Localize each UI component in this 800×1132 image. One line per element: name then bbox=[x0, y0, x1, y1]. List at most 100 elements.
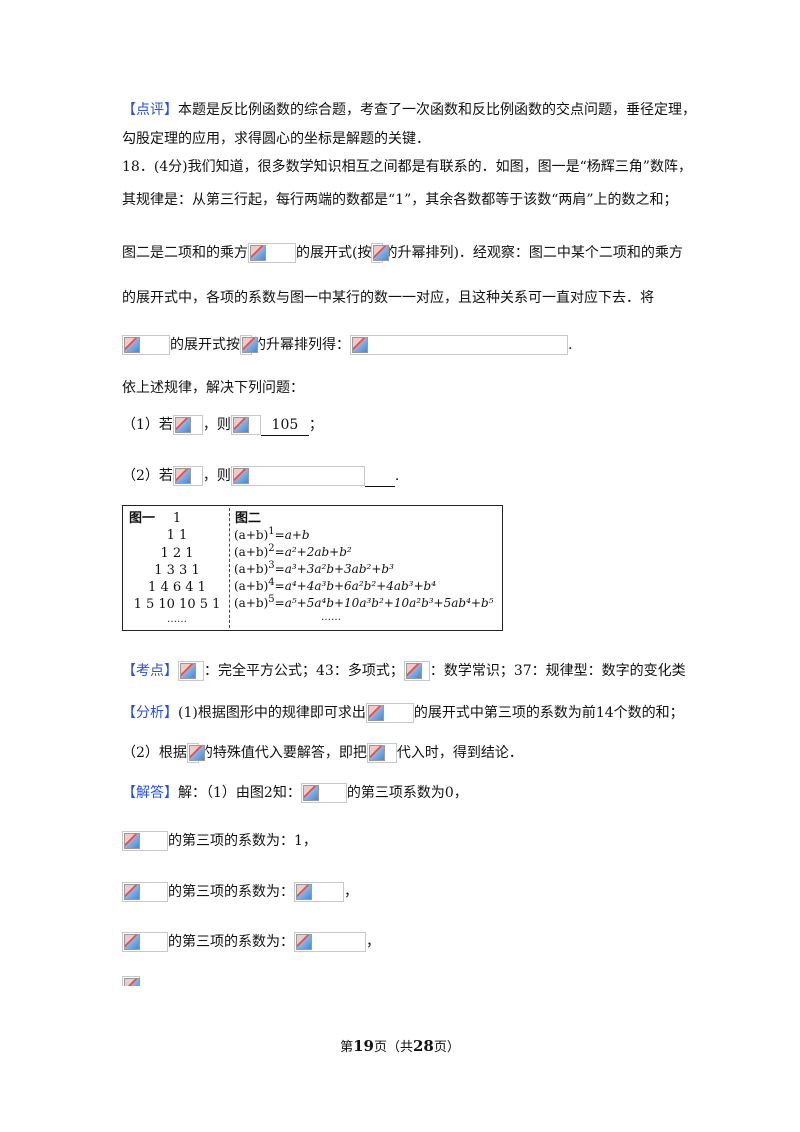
jieda-line-3: 的第三项的系数为： ， bbox=[122, 882, 358, 902]
page-number: 19 bbox=[353, 1037, 374, 1055]
p2b: ，则 bbox=[202, 468, 231, 484]
eq-exp: 1 bbox=[268, 526, 275, 537]
formula-image-icon bbox=[122, 976, 140, 986]
formula-image-icon bbox=[365, 703, 414, 723]
answer-blank-2 bbox=[364, 466, 395, 487]
jieda-t1: 解：（1）由图2知： bbox=[178, 785, 301, 801]
triangle-row: 1 4 6 4 1 bbox=[148, 580, 206, 595]
p2a: （2）若 bbox=[122, 468, 173, 484]
q18-line-1: 18．(4分)我们知道，很多数学知识相互之间都是有联系的．如图，图一是“杨辉三角… bbox=[122, 159, 692, 175]
q18-line-4: 的展开式中，各项的系数与图一中某行的数一一对应，且这种关系可一直对应下去．将 bbox=[122, 290, 654, 306]
binomial-row: (a+b)4=a⁴+4a³b+6a²b²+4ab³+b⁴ bbox=[234, 577, 436, 593]
review-text-1: 本题是反比例函数的综合题，考查了一次函数和反比例函数的交点问题，垂径定理， bbox=[178, 102, 696, 118]
kaodian-t2: ：数学常识；37：规律型：数字的变化类 bbox=[429, 663, 686, 679]
triangle-row: 1 1 bbox=[166, 528, 188, 543]
answer-blank-1: 105 bbox=[260, 415, 309, 436]
q18-l5a: 的展开式按 bbox=[170, 337, 240, 353]
eq-exp: 3 bbox=[268, 560, 275, 571]
formula-image-icon bbox=[230, 466, 365, 486]
jieda-line-2: 的第三项的系数为：1， bbox=[122, 831, 317, 851]
fenxi-t1: (1)根据图形中的规律即可求出 bbox=[178, 705, 366, 721]
page-footer: 第19页（共28页） bbox=[0, 1036, 800, 1055]
eq-lhs: (a+b) bbox=[234, 545, 269, 559]
fenxi-l2b: 的特殊值代入要解答，即把 bbox=[198, 745, 367, 761]
q18-l3a: 图二是二项和的乘方 bbox=[122, 245, 248, 261]
jieda-r3: 的第三项的系数为： bbox=[168, 884, 294, 900]
eq-rhs: =a⁴+4a³b+6a²b²+4ab³+b⁴ bbox=[274, 579, 437, 593]
triangle-row: 1 2 1 bbox=[160, 546, 194, 561]
formula-image-icon bbox=[172, 415, 203, 435]
eq-lhs: (a+b) bbox=[234, 528, 269, 542]
formula-image-icon bbox=[122, 882, 168, 902]
fenxi-t2: 的展开式中第三项的系数为前14个数的和； bbox=[413, 705, 684, 721]
kaodian-t1: ：完全平方公式；43：多项式； bbox=[204, 663, 404, 679]
formula-image-icon bbox=[350, 335, 568, 355]
jieda-r2: 的第三项的系数为：1， bbox=[168, 833, 317, 849]
eq-exp: 4 bbox=[268, 577, 275, 588]
formula-image-icon bbox=[230, 415, 261, 435]
jieda-r4: 的第三项的系数为： bbox=[168, 934, 294, 950]
q18-line-2: 其规律是：从第三行起，每行两端的数都是“1”，其余各数都等于该数“两肩”上的数之… bbox=[122, 192, 678, 208]
binomial-row: (a+b)3=a³+3a²b+3ab²+b³ bbox=[234, 560, 394, 576]
formula-image-icon bbox=[122, 831, 168, 851]
formula-image-icon bbox=[172, 466, 203, 486]
p2c: . bbox=[394, 468, 400, 484]
eq-lhs: (a+b) bbox=[234, 579, 269, 593]
review-line-1: 【点评】本题是反比例函数的综合题，考查了一次函数和反比例函数的交点问题，垂径定理… bbox=[122, 100, 696, 120]
p1b: ，则 bbox=[202, 417, 231, 433]
figure-divider bbox=[229, 508, 230, 628]
q18-l3b: 的展开式(按 bbox=[296, 245, 372, 261]
formula-image-icon bbox=[186, 743, 205, 763]
footer-pre: 第 bbox=[340, 1040, 354, 1055]
jieda-t2: 的第三项系数为0， bbox=[346, 785, 468, 801]
binomial-row: (a+b)2=a²+2ab+b² bbox=[234, 543, 352, 559]
q18-part-2: （2）若 ，则 . bbox=[122, 466, 399, 487]
q18-l5b: 的升幂排列得： bbox=[252, 337, 350, 353]
jieda-tag: 【解答】 bbox=[122, 785, 178, 801]
formula-image-icon bbox=[178, 661, 204, 681]
formula-image-icon bbox=[240, 335, 258, 355]
page-total: 28 bbox=[413, 1037, 434, 1055]
p1c: ； bbox=[308, 417, 323, 433]
figure-2-title: 图二 bbox=[235, 511, 262, 526]
triangle-row: …… bbox=[167, 614, 187, 625]
formula-image-icon bbox=[122, 932, 168, 952]
fenxi-line-2: （2）根据的特殊值代入要解答，即把 代入时，得到结论． bbox=[122, 743, 523, 763]
fenxi-l2c: 代入时，得到结论． bbox=[396, 745, 523, 761]
jieda-line-1: 【解答】解：（1）由图2知： 的第三项系数为0， bbox=[122, 783, 468, 803]
eq-ellipsis: …… bbox=[321, 612, 341, 623]
fenxi-l2a: （2）根据 bbox=[122, 745, 187, 761]
eq-rhs: =a+b bbox=[274, 528, 310, 542]
eq-exp: 2 bbox=[268, 543, 275, 554]
q18-line-3: 图二是二项和的乘方 的展开式(按的升幂排列)．经观察：图二中某个二项和的乘方 bbox=[122, 243, 683, 263]
formula-image-icon bbox=[122, 335, 170, 355]
eq-rhs: =a²+2ab+b² bbox=[274, 545, 352, 559]
review-tag: 【点评】 bbox=[122, 102, 178, 118]
formula-image-icon bbox=[294, 932, 366, 952]
jieda-r3end: ， bbox=[344, 884, 358, 900]
q18-l3c: 的升幂排列)．经观察：图二中某个二项和的乘方 bbox=[383, 245, 683, 261]
formula-image-icon bbox=[248, 243, 296, 263]
jieda-line-4: 的第三项的系数为： ， bbox=[122, 932, 380, 952]
formula-image-icon bbox=[366, 743, 397, 763]
eq-rhs: =a⁵+5a⁴b+10a³b²+10a²b³+5ab⁴+b⁵ bbox=[274, 596, 494, 610]
eq-rhs: =a³+3a²b+3ab²+b³ bbox=[274, 562, 394, 576]
formula-image-icon bbox=[371, 243, 390, 263]
binomial-row: (a+b)5=a⁵+5a⁴b+10a³b²+10a²b³+5ab⁴+b⁵ bbox=[234, 594, 493, 610]
fenxi-tag: 【分析】 bbox=[122, 705, 178, 721]
p1a: （1）若 bbox=[122, 417, 173, 433]
q18-line-5: 的展开式按的升幂排列得：. bbox=[122, 335, 572, 355]
figure-1-title: 图一 bbox=[129, 511, 156, 526]
formula-image-icon bbox=[294, 882, 344, 902]
triangle-row: 1 bbox=[172, 511, 182, 526]
jieda-r4end: ， bbox=[366, 934, 380, 950]
kaodian-tag: 【考点】 bbox=[122, 663, 178, 679]
review-line-2: 勾股定理的应用，求得圆心的坐标是解题的关键． bbox=[122, 131, 430, 147]
jieda-line-5 bbox=[122, 976, 140, 986]
footer-mid: 页（共 bbox=[373, 1040, 413, 1055]
formula-image-icon bbox=[403, 661, 430, 681]
eq-lhs: (a+b) bbox=[234, 562, 269, 576]
q18-part-1: （1）若 ，则 105； bbox=[122, 415, 323, 436]
triangle-row: 1 3 3 1 bbox=[154, 563, 200, 578]
kaodian-line: 【考点】 ：完全平方公式；43：多项式； ：数学常识；37：规律型：数字的变化类 bbox=[122, 661, 686, 681]
